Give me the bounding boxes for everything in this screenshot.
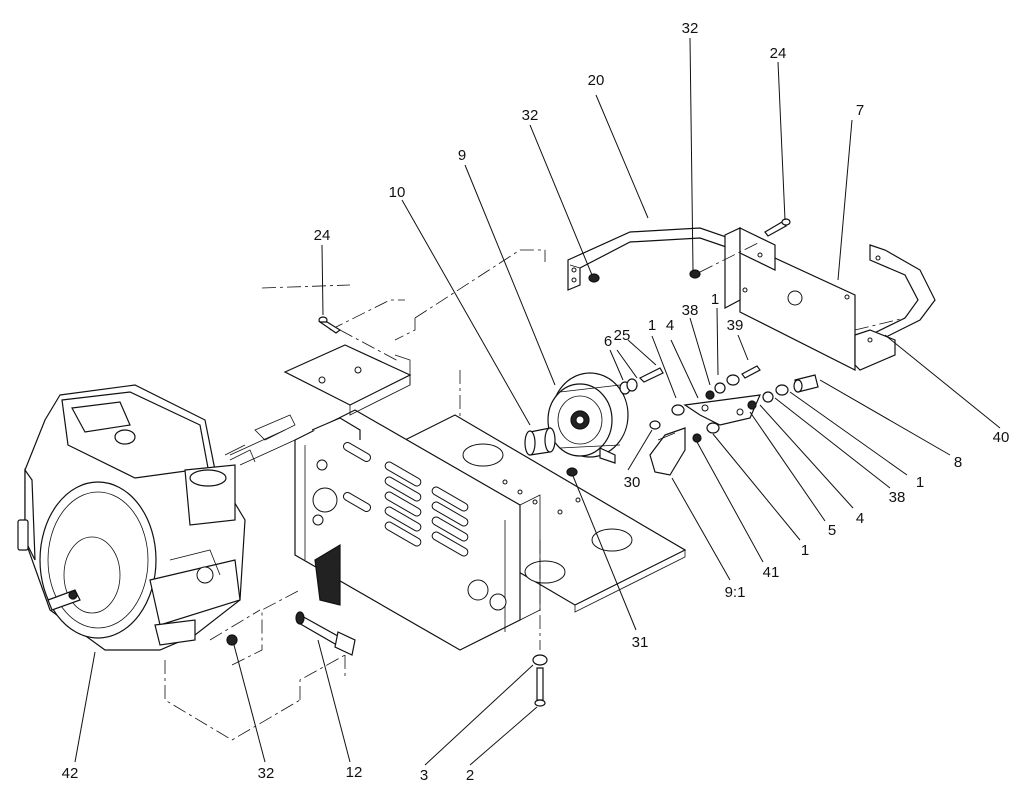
callout-20: 20 — [588, 72, 605, 89]
callout-7: 7 — [856, 102, 864, 119]
hardware-bottom — [226, 540, 548, 707]
leader-lines — [74, 37, 1001, 766]
callout-32: 32 — [682, 20, 699, 37]
bracket-40 — [854, 244, 936, 371]
bracket-7 — [689, 227, 856, 371]
callout-12: 12 — [346, 764, 363, 781]
callout-41: 41 — [763, 564, 780, 581]
callout-31: 31 — [632, 634, 649, 651]
callout-10: 10 — [389, 184, 406, 201]
callout-38: 38 — [889, 489, 906, 506]
callout-38: 38 — [682, 302, 699, 319]
callout-1: 1 — [801, 542, 809, 559]
callout-9: 9 — [458, 147, 466, 164]
callout-1: 1 — [916, 474, 924, 491]
callout-39: 39 — [727, 317, 744, 334]
callout-3: 3 — [420, 767, 428, 784]
bracket-20 — [567, 227, 736, 291]
callout-8: 8 — [954, 454, 962, 471]
hardware-stack — [566, 365, 819, 477]
callout-9-1: 9:1 — [725, 584, 746, 601]
callout-5: 5 — [828, 522, 836, 539]
clutch-9 — [547, 372, 629, 464]
callout-24: 24 — [770, 45, 787, 62]
callout-6: 6 — [604, 333, 612, 350]
callout-2: 2 — [466, 767, 474, 784]
engine — [17, 384, 256, 651]
callout-4: 4 — [856, 510, 864, 527]
callout-labels: 32 24 20 32 7 9 10 24 1 38 39 25 1 4 6 4… — [62, 20, 1010, 784]
side-frame — [294, 409, 541, 651]
callout-30: 30 — [624, 474, 641, 491]
callout-1: 1 — [648, 317, 656, 334]
callout-42: 42 — [62, 765, 79, 782]
screw-24-right — [764, 218, 791, 237]
callout-24: 24 — [314, 227, 331, 244]
callout-32: 32 — [522, 107, 539, 124]
spacer-10 — [524, 427, 556, 456]
callout-32: 32 — [258, 765, 275, 782]
screw-24-left — [318, 316, 401, 363]
callout-1: 1 — [711, 291, 719, 308]
callout-25: 25 — [614, 327, 631, 344]
engine-mount-bracket — [229, 344, 412, 466]
callout-40: 40 — [993, 429, 1010, 446]
callout-4: 4 — [666, 317, 674, 334]
